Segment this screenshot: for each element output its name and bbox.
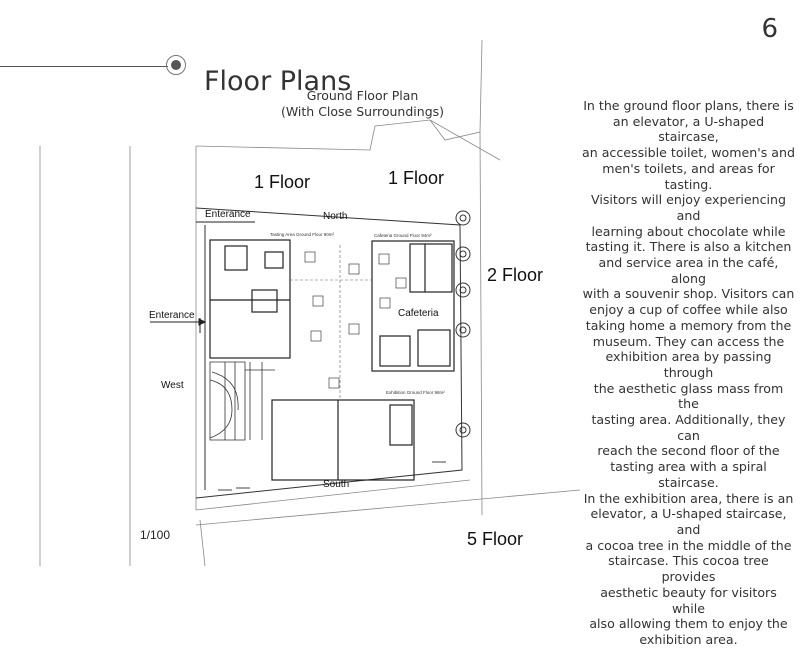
north-label: North [323, 211, 347, 222]
plan-title-line-2: (With Close Surroundings) [280, 104, 445, 119]
description-line: staircase. This cocoa tree provides [608, 553, 769, 585]
page-title: Floor Plans [204, 66, 352, 98]
description-line: tasting area with a spiral staircase. [610, 459, 767, 490]
entrance-top-label: Enterance [205, 209, 251, 220]
plan-title-line-1: Ground Floor Plan [306, 88, 419, 103]
floor-label-top-left: 1 Floor [254, 172, 310, 192]
description-line: a cocoa tree in the middle of the [585, 537, 792, 553]
exhibition-ground-label: Exhibition Ground Floor 98m² [386, 390, 445, 395]
west-label: West [161, 380, 184, 391]
description-line: the aesthetic glass mass from the [593, 380, 784, 412]
description-line: museum. They can access the [592, 333, 785, 349]
south-label: South [323, 479, 349, 490]
description-line: taking home a memory from the [585, 317, 792, 333]
title-bullet-icon [166, 55, 186, 75]
page-number: 6 [761, 14, 778, 44]
description-line: tasting area. Additionally, they can [591, 412, 786, 443]
scale-label: 1/100 [140, 528, 171, 542]
description-line: an elevator, a U-shaped staircase, [612, 113, 765, 145]
description-line: In the ground floor plans, there is [583, 98, 794, 113]
description-line: and service area in the café, along [598, 255, 779, 286]
cafeteria-label: Cafeteria [398, 308, 439, 319]
description-line: exhibition area. [639, 631, 738, 647]
floor-plan-drawing: 1 Floor 1 Floor 2 Floor 5 Floor North So… [39, 39, 581, 566]
header-rule [0, 66, 168, 67]
description-line: reach the second floor of the [597, 443, 780, 459]
floor-label-right: 2 Floor [487, 265, 543, 285]
description-line: also allowing them to enjoy the [589, 616, 788, 632]
description-line: learning about chocolate while [591, 223, 786, 239]
tasting-area-label: Tasting Area Ground Floor 90m² [270, 232, 335, 237]
description-line: In the exhibition area, there is an [583, 490, 794, 506]
description-line: exhibition area by passing through [605, 349, 772, 380]
floor-label-top-right: 1 Floor [388, 168, 444, 188]
description-line: an accessible toilet, women's and [582, 145, 795, 161]
description-line: elevator, a U-shaped staircase, and [590, 506, 787, 537]
cafeteria-ground-label: Cafeteria Ground Floor 94m² [374, 233, 432, 238]
plan-title: Ground Floor Plan (With Close Surroundin… [275, 88, 450, 120]
description-line: with a souvenir shop. Visitors can [582, 286, 795, 302]
floor-label-bottom: 5 Floor [467, 529, 523, 549]
description-line: Visitors will enjoy experiencing and [591, 192, 786, 223]
description-line: enjoy a cup of coffee while also [589, 302, 788, 318]
entrance-left-label: Enterance [149, 310, 195, 321]
description-line: tasting it. There is also a kitchen [585, 239, 792, 255]
description-line: aesthetic beauty for visitors while [600, 584, 777, 616]
description-line: men's toilets, and areas for tasting. [602, 160, 775, 192]
